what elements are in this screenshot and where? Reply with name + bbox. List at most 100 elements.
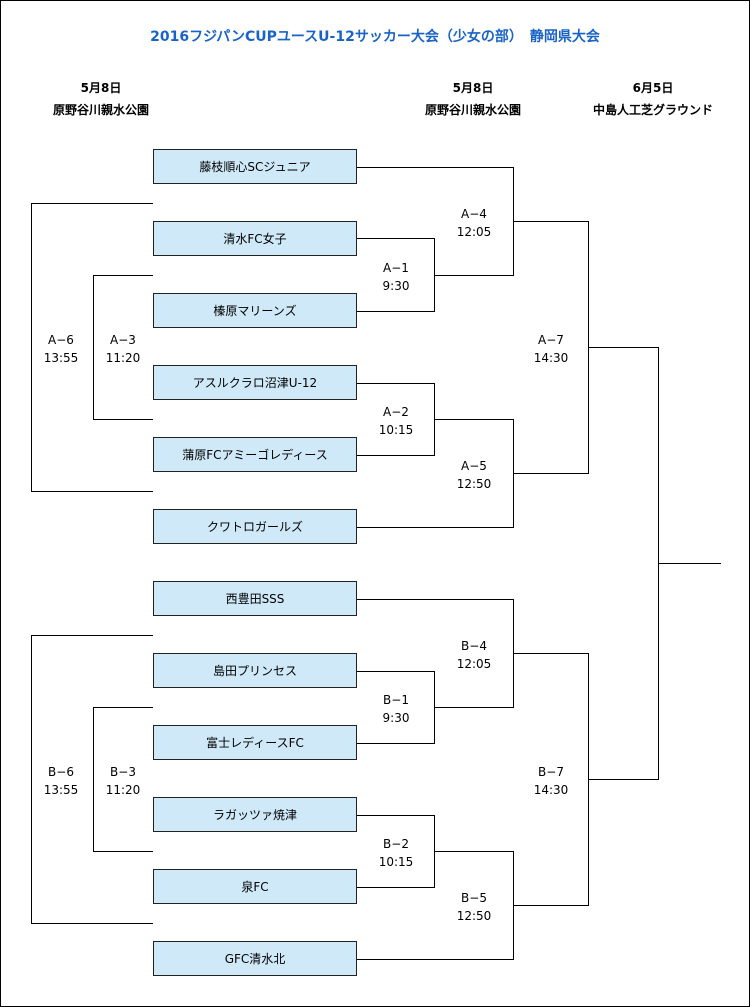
match-b4-time: 12:05 bbox=[456, 657, 492, 671]
bracket-line bbox=[434, 419, 514, 420]
header-right-venue: 中島人工芝グラウンド bbox=[592, 103, 713, 117]
header-left: 5月8日 原野谷川親水公園 bbox=[21, 77, 181, 121]
header-middle-date: 5月8日 bbox=[452, 81, 494, 95]
bracket-line bbox=[513, 221, 589, 222]
header-middle: 5月8日 原野谷川親水公園 bbox=[393, 77, 553, 121]
bracket-line bbox=[93, 275, 153, 276]
match-a6-label: A−6 bbox=[48, 333, 74, 347]
bracket-line bbox=[31, 635, 153, 636]
header-middle-venue: 原野谷川親水公園 bbox=[424, 103, 521, 117]
bracket-line bbox=[357, 671, 435, 672]
header-right: 6月5日 中島人工芝グラウンド bbox=[573, 77, 733, 121]
bracket-line bbox=[357, 311, 435, 312]
team-box-b4[interactable]: ラガッツァ焼津 bbox=[153, 797, 357, 832]
match-b6-label: B−6 bbox=[48, 765, 74, 779]
team-box-a2[interactable]: 清水FC女子 bbox=[153, 221, 357, 256]
bracket-line bbox=[434, 275, 514, 276]
match-a4-label: A−4 bbox=[461, 207, 487, 221]
team-box-a4[interactable]: アスルクラロ沼津U-12 bbox=[153, 365, 357, 400]
match-a7-time: 14:30 bbox=[533, 351, 569, 365]
match-b5: B−5 12:50 bbox=[429, 889, 519, 925]
header-right-date: 6月5日 bbox=[632, 81, 674, 95]
match-a5: A−5 12:50 bbox=[429, 457, 519, 493]
team-box-b2[interactable]: 島田プリンセス bbox=[153, 653, 357, 688]
bracket-line bbox=[357, 167, 514, 168]
bracket-line bbox=[513, 905, 589, 906]
bracket-line bbox=[357, 383, 435, 384]
team-box-a5[interactable]: 蒲原FCアミーゴレディース bbox=[153, 437, 357, 472]
match-b4-label: B−4 bbox=[461, 639, 487, 653]
bracket-line bbox=[93, 851, 153, 852]
match-b1-label: B−1 bbox=[383, 693, 409, 707]
match-a5-label: A−5 bbox=[461, 459, 487, 473]
team-box-a6[interactable]: クワトロガールズ bbox=[153, 509, 357, 544]
match-a7-label: A−7 bbox=[538, 333, 564, 347]
bracket-line bbox=[31, 635, 32, 924]
match-a3-time: 11:20 bbox=[105, 351, 141, 365]
match-b7-label: B−7 bbox=[538, 765, 564, 779]
bracket-line bbox=[357, 599, 514, 600]
bracket-line bbox=[357, 743, 435, 744]
bracket-line bbox=[588, 779, 659, 780]
match-b1-time: 9:30 bbox=[382, 711, 410, 725]
match-a4: A−4 12:05 bbox=[429, 205, 519, 241]
team-box-b6[interactable]: GFC清水北 bbox=[153, 941, 357, 976]
bracket-line bbox=[357, 238, 435, 239]
team-box-b3[interactable]: 富士レディースFC bbox=[153, 725, 357, 760]
match-b2-label: B−2 bbox=[383, 837, 409, 851]
match-b4: B−4 12:05 bbox=[429, 637, 519, 673]
bracket-line bbox=[357, 455, 435, 456]
bracket-line bbox=[357, 959, 514, 960]
match-b3: B−3 11:20 bbox=[78, 763, 168, 799]
bracket-line bbox=[93, 707, 153, 708]
match-b7: B−7 14:30 bbox=[506, 763, 596, 799]
bracket-line bbox=[357, 815, 435, 816]
match-a3: A−3 11:20 bbox=[78, 331, 168, 367]
bracket-line bbox=[588, 347, 659, 348]
match-a2-time: 10:15 bbox=[378, 423, 414, 437]
match-a7: A−7 14:30 bbox=[506, 331, 596, 367]
match-b3-time: 11:20 bbox=[105, 783, 141, 797]
bracket-line bbox=[513, 653, 589, 654]
match-a2-label: A−2 bbox=[383, 405, 409, 419]
bracket-line bbox=[93, 707, 94, 852]
match-a1: A−1 9:30 bbox=[351, 259, 441, 295]
match-a1-time: 9:30 bbox=[382, 279, 410, 293]
bracket-line bbox=[357, 887, 435, 888]
team-box-a3[interactable]: 榛原マリーンズ bbox=[153, 293, 357, 328]
bracket-line bbox=[93, 419, 153, 420]
bracket-line bbox=[31, 203, 153, 204]
team-box-a1[interactable]: 藤枝順心SCジュニア bbox=[153, 149, 357, 184]
match-a6: A−6 13:55 bbox=[16, 331, 106, 367]
team-box-b1[interactable]: 西豊田SSS bbox=[153, 581, 357, 616]
match-b2: B−2 10:15 bbox=[351, 835, 441, 871]
match-b5-time: 12:50 bbox=[456, 909, 492, 923]
match-b2-time: 10:15 bbox=[378, 855, 414, 869]
header-left-date: 5月8日 bbox=[80, 81, 122, 95]
bracket-line bbox=[434, 851, 514, 852]
header-left-venue: 原野谷川親水公園 bbox=[52, 103, 149, 117]
final-line bbox=[658, 563, 721, 564]
page-title: 2016フジパンCUPユースU-12サッカー大会（少女の部） 静岡県大会 bbox=[150, 29, 600, 45]
team-box-b5[interactable]: 泉FC bbox=[153, 869, 357, 904]
bracket-line bbox=[357, 527, 514, 528]
match-a5-time: 12:50 bbox=[456, 477, 492, 491]
bracket-line bbox=[434, 707, 514, 708]
bracket-line bbox=[93, 275, 94, 420]
match-b1: B−1 9:30 bbox=[351, 691, 441, 727]
match-b5-label: B−5 bbox=[461, 891, 487, 905]
match-b3-label: B−3 bbox=[110, 765, 136, 779]
bracket-line bbox=[31, 203, 32, 492]
bracket-line bbox=[513, 473, 589, 474]
bracket-line bbox=[31, 491, 153, 492]
match-b7-time: 14:30 bbox=[533, 783, 569, 797]
bracket-line bbox=[31, 923, 153, 924]
match-a3-label: A−3 bbox=[110, 333, 136, 347]
match-a2: A−2 10:15 bbox=[351, 403, 441, 439]
match-a1-label: A−1 bbox=[383, 261, 409, 275]
match-a4-time: 12:05 bbox=[456, 225, 492, 239]
match-a6-time: 13:55 bbox=[43, 351, 79, 365]
match-b6: B−6 13:55 bbox=[16, 763, 106, 799]
match-b6-time: 13:55 bbox=[43, 783, 79, 797]
